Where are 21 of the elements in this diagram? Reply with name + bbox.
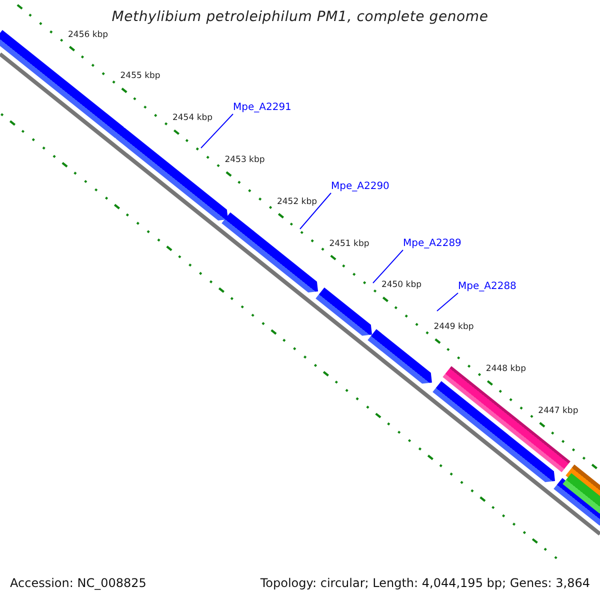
gene-label: Mpe_A2291 (233, 102, 292, 114)
diagram-title: Methylibium petroleiphilum PM1, complete genome (112, 9, 488, 25)
scale-label: 2455 kbp (120, 71, 160, 82)
gene-label: Mpe_A2290 (331, 181, 390, 193)
leader-line (372, 250, 404, 284)
scale-label: 2447 kbp (538, 406, 578, 417)
gene-label: Mpe_A2289 (403, 238, 462, 250)
scale-label: 2448 kbp (486, 364, 526, 375)
scale-label: 2454 kbp (172, 113, 213, 124)
scale-label: 2456 kbp (68, 30, 108, 41)
scale-label: 2450 kbp (381, 280, 422, 292)
gene-label: Mpe_A2288 (458, 281, 516, 293)
scale-label: 2452 kbp (276, 196, 318, 208)
scale-label: 2453 kbp (224, 154, 265, 166)
leader-line (300, 192, 332, 230)
scale-label: 2449 kbp (434, 322, 474, 334)
leader-line (436, 292, 458, 312)
footer-text: Topology: circular; Length: 4,044,195 bp; Genes: 3,864 (260, 576, 590, 590)
scale-label: 2451 kbp (329, 238, 370, 250)
footer-text: Accession: NC_008825 (10, 576, 146, 590)
leader-line (200, 114, 234, 148)
